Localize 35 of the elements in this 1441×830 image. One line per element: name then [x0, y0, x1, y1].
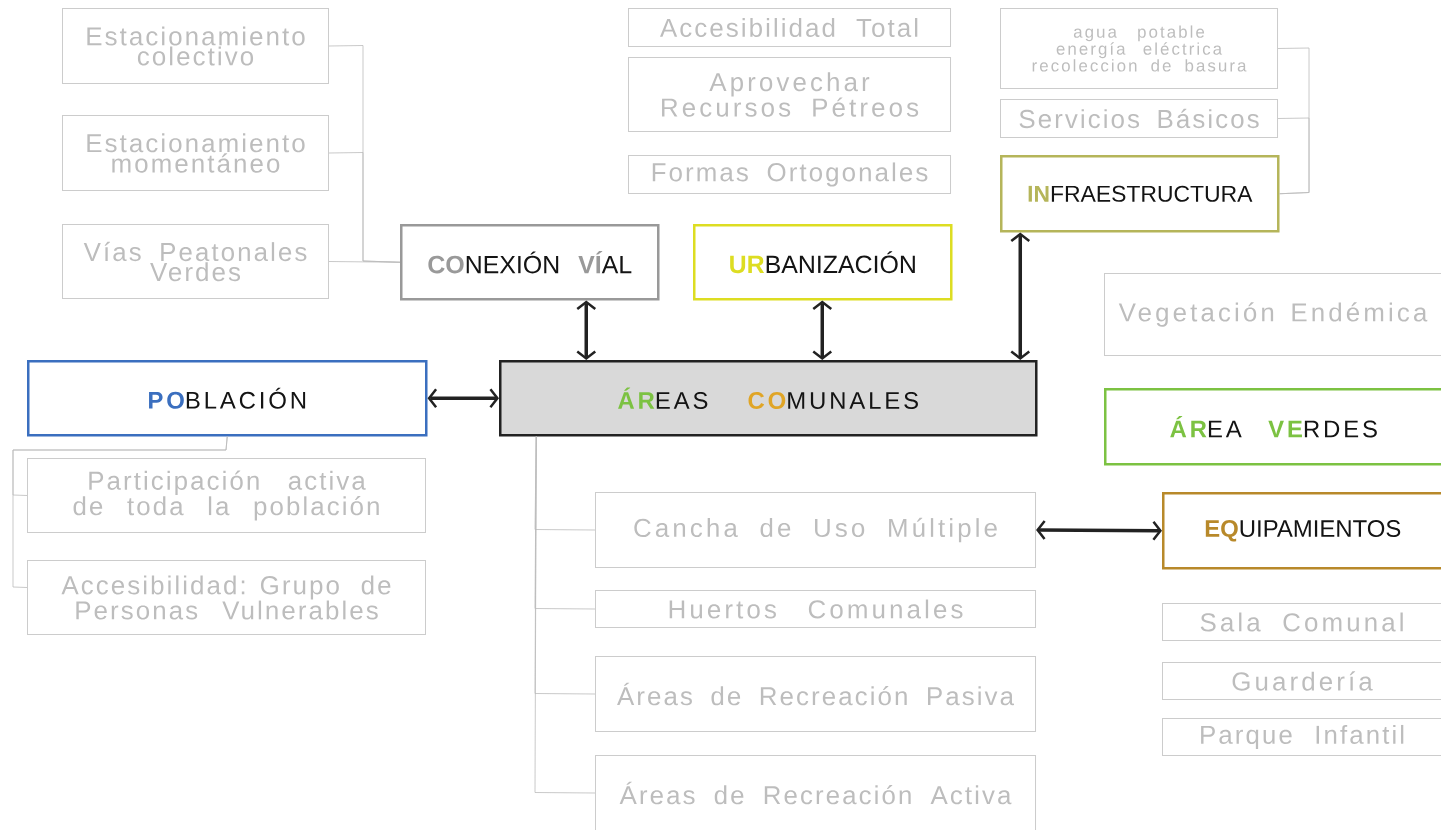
text-box: Participación activa de toda la población [27, 458, 426, 533]
category-box: EQUIPAMIENTOS [1162, 492, 1441, 570]
text-box: Vías Peatonales Verdes [62, 224, 329, 299]
text-box: Guardería [1162, 662, 1441, 700]
double-arrow [576, 300, 597, 360]
text-box: Áreas de Recreación Activa [595, 755, 1036, 830]
central-box: ÁREAS COMUNALES [499, 360, 1038, 437]
text-box: Sala Comunal [1162, 603, 1441, 641]
text-box: Estacionamiento colectivo [62, 8, 329, 84]
connector-line [534, 436, 596, 531]
text-box: agua potable energía eléctrica recoleccion de basura [1000, 8, 1278, 89]
text-box: Cancha de Uso Múltiple [595, 492, 1036, 568]
connector-line [12, 436, 228, 588]
text-box: Estacionamiento momentáneo [62, 115, 329, 191]
double-arrow [1036, 520, 1162, 541]
text-box: Accesibilidad Total [628, 8, 951, 47]
connector-line [328, 261, 401, 263]
text-box: Servicios Básicos [1000, 99, 1278, 138]
connector-line [534, 436, 596, 794]
text-box: Aprovechar Recursos Pétreos [628, 57, 951, 132]
category-box: INFRAESTRUCTURA [1000, 155, 1280, 233]
category-box: POBLACIÓN [27, 360, 428, 437]
text-box: Áreas de Recreación Pasiva [595, 656, 1036, 732]
text-box: Formas Ortogonales [628, 155, 951, 194]
double-arrow [427, 388, 499, 408]
text-box: Huertos Comunales [595, 590, 1036, 628]
text-box: Vegetación Endémica [1104, 273, 1441, 356]
double-arrow [1010, 232, 1031, 360]
category-box: URBANIZACIÓN [693, 224, 953, 301]
text-box: Parque Infantil [1162, 718, 1441, 756]
double-arrow [812, 300, 833, 360]
connector-line [1277, 117, 1310, 195]
category-box: ÁREA VERDES [1104, 388, 1441, 466]
category-box: CONEXIÓN VÍAL [400, 224, 660, 301]
text-box: Accesibilidad: Grupo de Personas Vulnerables [27, 560, 426, 635]
